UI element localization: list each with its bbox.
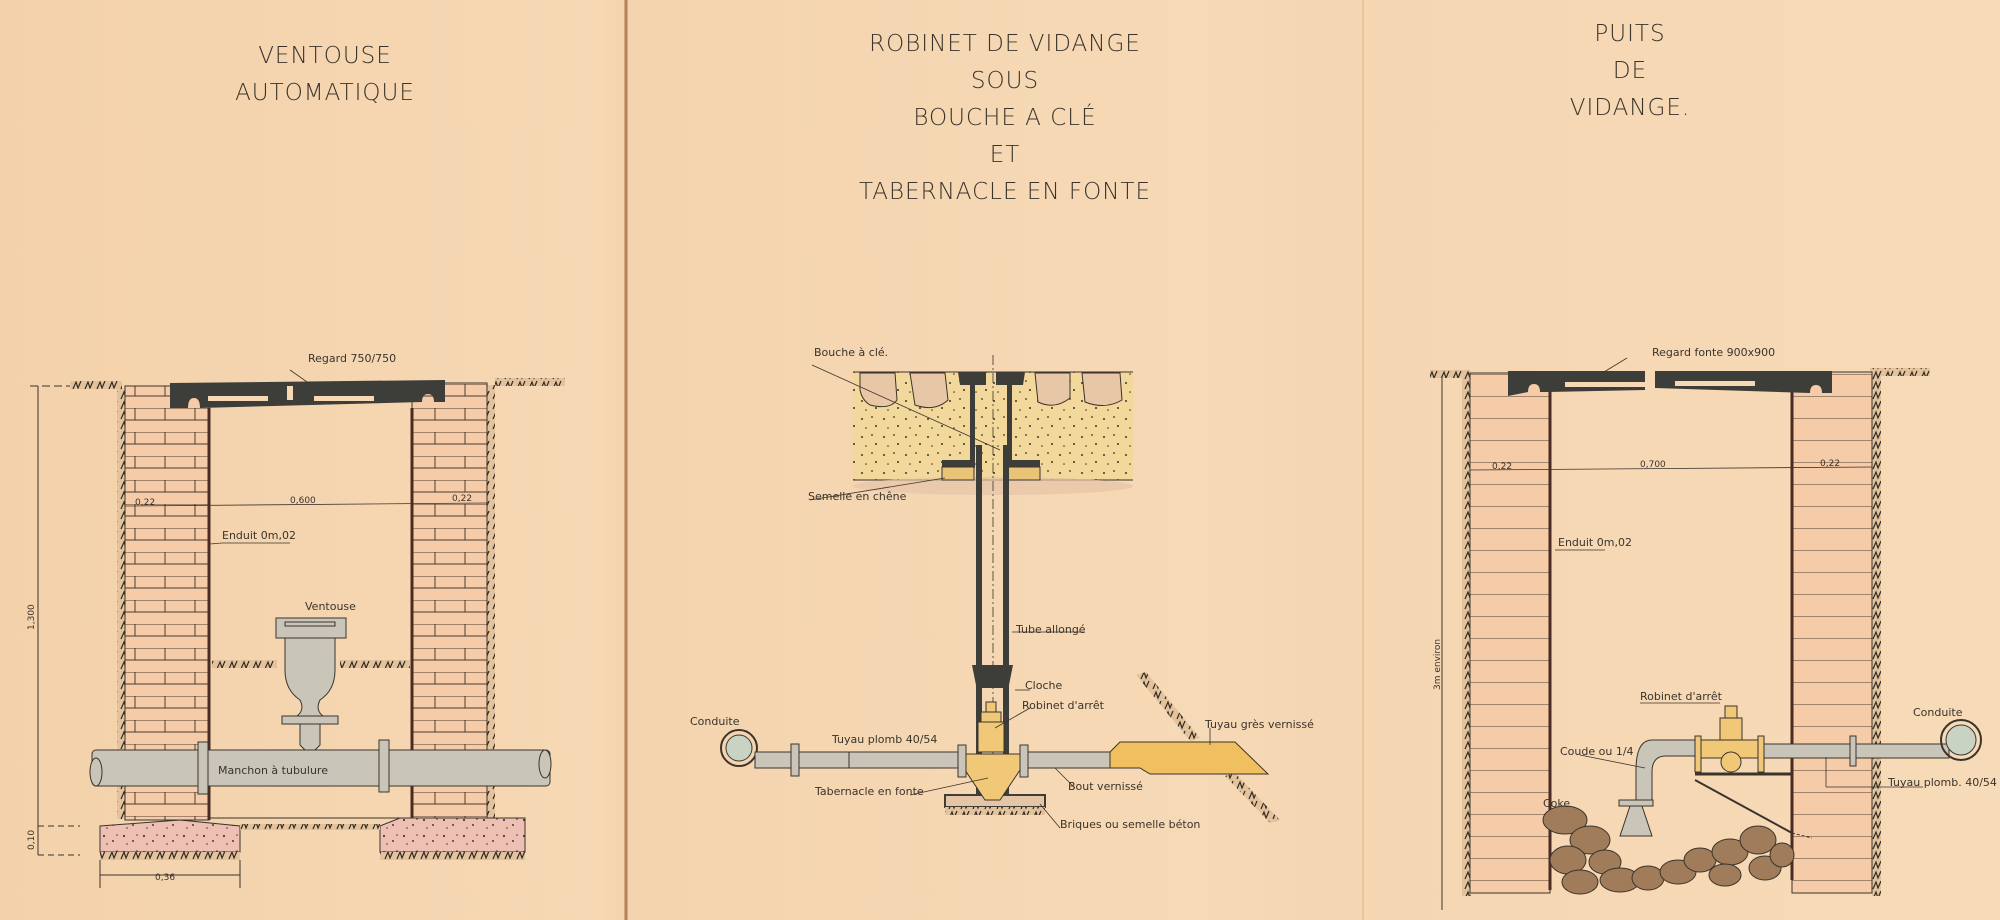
diagram-robinet xyxy=(720,355,1280,829)
dim-wall-left: 0,22 xyxy=(135,498,155,508)
label-tuyau-plomb: Tuyau plomb. 40/54 xyxy=(1887,776,1997,789)
dim-height: 3m environ xyxy=(1433,639,1443,690)
label-enduit: Enduit 0m,02 xyxy=(222,529,296,542)
dim-wall-left: 0,22 xyxy=(1492,462,1512,472)
title-line: PUITS xyxy=(1594,21,1666,47)
label-tabernacle: Tabernacle en fonte xyxy=(814,785,924,798)
label-conduite: Conduite xyxy=(1913,706,1963,719)
label-conduite: Conduite xyxy=(690,715,740,728)
label-ventouse: Ventouse xyxy=(305,600,356,613)
title-line: ROBINET DE VIDANGE xyxy=(869,31,1141,57)
label-robinet: Robinet d'arrêt xyxy=(1640,690,1723,703)
diagram-ventouse xyxy=(30,369,565,888)
dim-inner-width: 0,600 xyxy=(290,496,316,506)
label-briques: Briques ou semelle béton xyxy=(1060,818,1200,831)
title-line: DE xyxy=(1612,58,1648,84)
dim-inner-width: 0,700 xyxy=(1640,460,1666,470)
label-tube: Tube allongé xyxy=(1015,623,1086,636)
title-line: VENTOUSE xyxy=(258,43,392,69)
title-puits: PUITS DE VIDANGE. xyxy=(1530,16,1730,127)
label-bouche: Bouche à clé. xyxy=(814,346,888,359)
label-coke: Coke xyxy=(1543,797,1570,810)
label-regard-fonte: Regard fonte 900x900 xyxy=(1652,346,1775,359)
title-line: ET xyxy=(989,142,1021,168)
dim-wall-right: 0,22 xyxy=(452,494,472,504)
label-semelle: Semelle en chêne xyxy=(808,490,907,503)
label-tuyau-plomb: Tuyau plomb 40/54 xyxy=(831,733,937,746)
title-line: VIDANGE. xyxy=(1569,95,1691,121)
title-line: BOUCHE A CLÉ xyxy=(913,105,1097,131)
label-enduit: Enduit 0m,02 xyxy=(1558,536,1632,549)
title-ventouse: VENTOUSE AUTOMATIQUE xyxy=(175,38,475,112)
diagram-puits xyxy=(1430,357,1982,910)
title-line: TABERNACLE EN FONTE xyxy=(859,179,1151,205)
title-line: AUTOMATIQUE xyxy=(235,80,415,106)
page-fold-right xyxy=(1362,0,1364,920)
dim-height: 1,300 xyxy=(27,604,37,630)
title-line: SOUS xyxy=(970,68,1040,94)
label-manchon: Manchon à tubulure xyxy=(218,764,328,777)
label-regard: Regard 750/750 xyxy=(308,352,396,365)
label-robinet: Robinet d'arrêt xyxy=(1022,699,1105,712)
label-coude: Coude ou 1/4 xyxy=(1560,745,1634,758)
dim-footing-width: 0,36 xyxy=(155,873,175,883)
title-robinet: ROBINET DE VIDANGE SOUS BOUCHE A CLÉ ET … xyxy=(780,26,1230,211)
label-cloche: Cloche xyxy=(1025,679,1062,692)
label-bout: Bout vernissé xyxy=(1068,780,1143,793)
page-fold-left xyxy=(624,0,628,920)
dim-footing-height: 0,10 xyxy=(27,830,37,850)
dim-wall-right: 0,22 xyxy=(1820,459,1840,469)
label-tuyau-gres: Tuyau grès vernissé xyxy=(1204,718,1314,731)
